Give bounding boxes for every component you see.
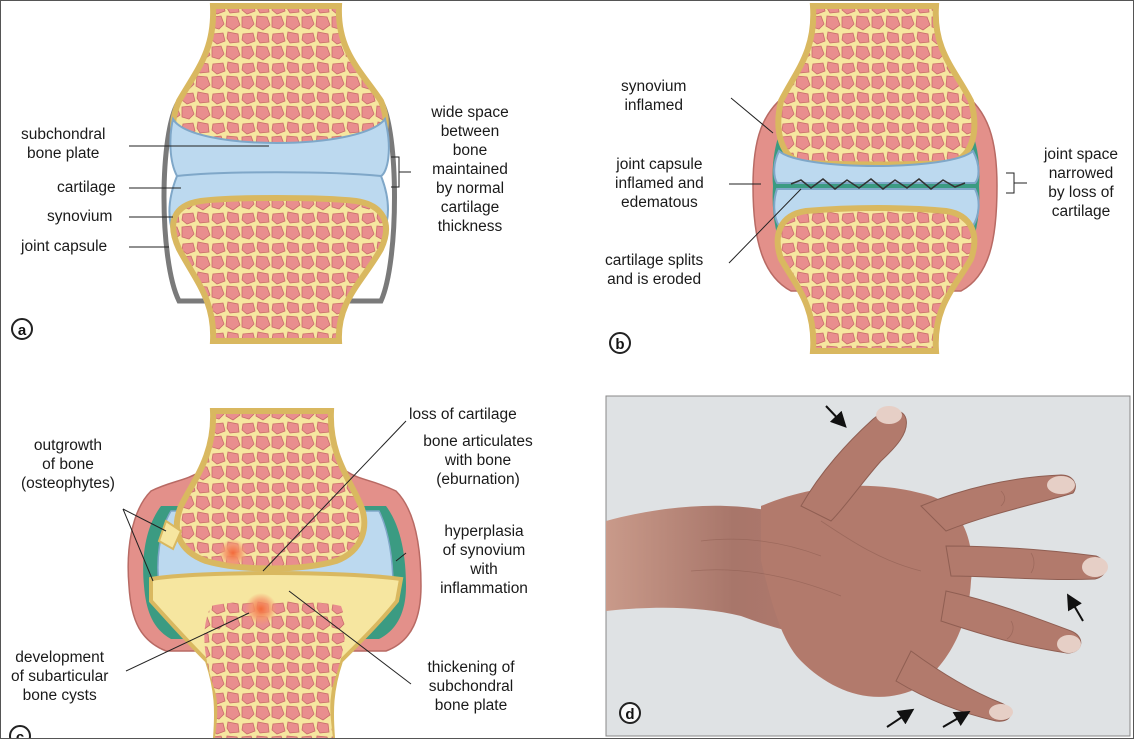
label-hyperplasia: hyperplasia of synovium with inflammatio… [421,522,547,598]
label-loss-of-cartilage: loss of cartilage [409,405,517,424]
label-wide-space: wide space between bone maintained by no… [415,103,525,236]
panel-badge-b: b [609,332,631,354]
panel-a-illustration [129,6,411,341]
label-synovium-a: synovium [47,207,112,226]
hand-photo [606,396,1130,736]
bone-cyst-lower [245,593,277,625]
lower-bone-c [204,601,345,738]
upper-bone-a [173,6,386,153]
label-joint-space-narrowed: joint space narrowed by loss of cartilag… [1029,145,1133,221]
label-bone-cysts: development of subarticular bone cysts [11,648,108,705]
label-joint-capsule-inflamed: joint capsule inflamed and edematous [615,155,704,212]
panel-badge-d: d [619,702,641,724]
label-subchondral-bone-plate: subchondral bone plate [21,125,105,163]
upper-bone-b [778,6,974,165]
bone-cyst-upper [219,539,247,567]
label-eburnation: bone articulates with bone (eburnation) [409,432,547,489]
panel-badge-a: a [11,318,33,340]
label-osteophytes: outgrowth of bone (osteophytes) [21,436,115,493]
label-joint-capsule-a: joint capsule [21,237,107,256]
upper-bone-c [177,411,364,569]
label-thickening: thickening of subchondral bone plate [413,658,529,715]
label-cartilage-splits: cartilage splits and is eroded [605,251,703,289]
lower-bone-a [173,198,386,341]
panel-c-illustration [123,411,421,738]
label-synovium-inflamed: synovium inflamed [621,77,686,115]
lower-bone-b [778,208,975,351]
label-cartilage-a: cartilage [57,178,116,197]
panel-b-illustration [729,6,1027,351]
